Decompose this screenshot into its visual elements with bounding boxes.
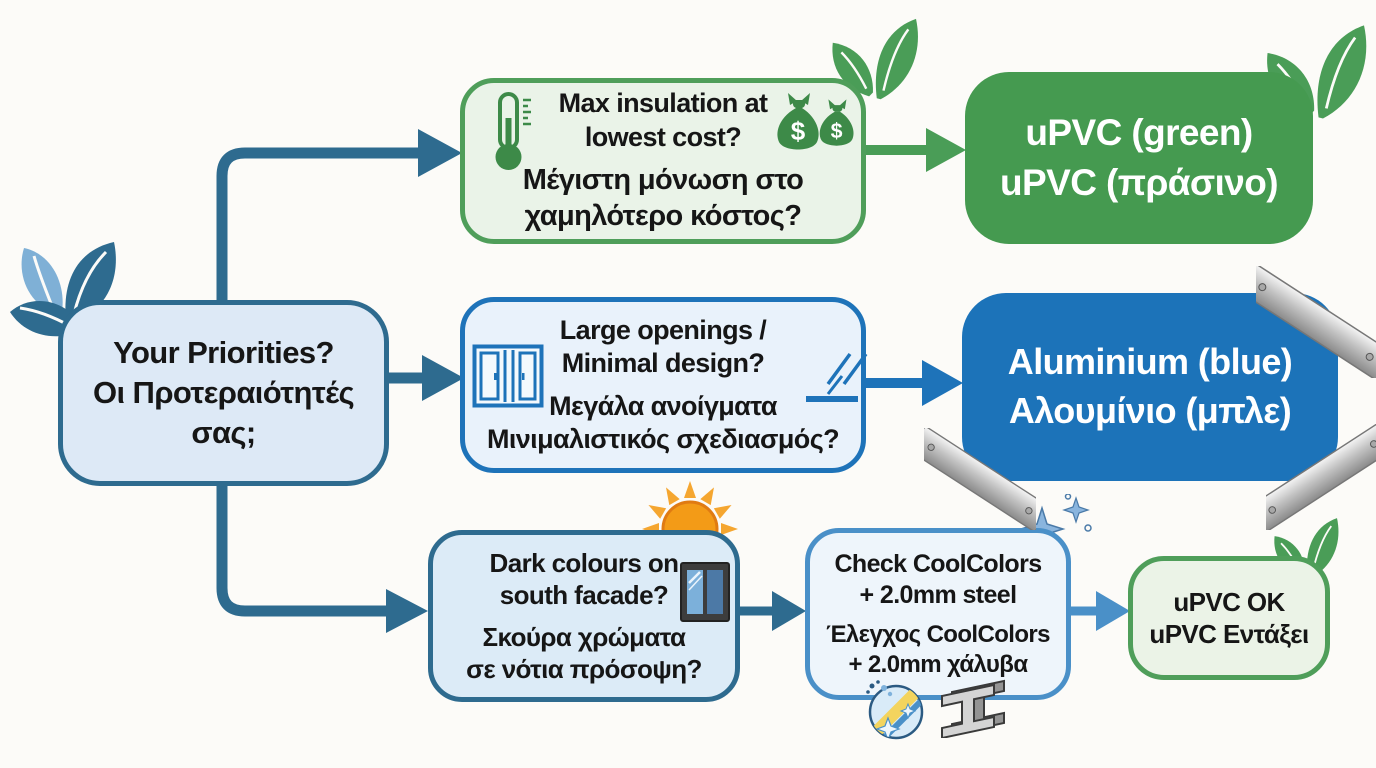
node-your-priorities: Your Priorities? Οι Προτεραιότητές σας; <box>58 300 389 486</box>
glass-panes-icon <box>806 352 868 402</box>
question-openings-en: Large openings / Minimal design? <box>559 314 767 379</box>
money-bags-icon: $ $ <box>777 93 854 150</box>
result-upvc-ok-label: uPVC OK uPVC Εντάξει <box>1149 586 1309 649</box>
dark-window-icon <box>680 562 730 622</box>
node-check-coolcolors: Check CoolColors + 2.0mm steel Έλεγχος C… <box>805 528 1071 700</box>
svg-text:$: $ <box>791 116 806 146</box>
question-insulation-el: Μέγιστη μόνωση στο χαμηλότερο κόστος? <box>522 164 804 232</box>
sliding-window-icon <box>472 344 544 408</box>
result-aluminium-blue-label: Aluminium (blue) Αλουμίνιο (μπλε) <box>1007 341 1293 431</box>
result-upvc-green-label: uPVC (green) uPVC (πράσινο) <box>1000 112 1279 203</box>
node-result-aluminium-blue: Aluminium (blue) Αλουμίνιο (μπλε) <box>962 293 1338 481</box>
leaf-cluster-green-icon <box>832 18 918 100</box>
check-coolcolors-el: Έλεγχος CoolColors + 2.0mm χάλυβα <box>826 620 1050 678</box>
steel-beam-icon <box>941 679 1005 738</box>
metal-corner-icon <box>1256 266 1376 378</box>
check-coolcolors-en: Check CoolColors + 2.0mm steel <box>834 549 1042 609</box>
thermometer-icon <box>495 92 531 170</box>
metal-corner-icon <box>1266 424 1376 530</box>
question-openings-el: Μεγάλα ανοίγματα Μινιμαλιστικός σχεδιασμ… <box>486 390 840 454</box>
metal-corner-icon <box>924 428 1036 530</box>
node-result-upvc-green: uPVC (green) uPVC (πράσινο) <box>965 72 1313 244</box>
node-question-dark-colours: Dark colours on south facade? Σκούρα χρώ… <box>428 530 740 702</box>
coolcolors-badge-icon <box>866 680 924 740</box>
node-result-upvc-ok: uPVC OK uPVC Εντάξει <box>1128 556 1330 680</box>
your-priorities-label: Your Priorities? Οι Προτεραιότητές σας; <box>93 334 355 451</box>
question-dark-colours-en: Dark colours on south facade? <box>489 548 680 611</box>
question-insulation-en: Max insulation at lowest cost? <box>558 88 768 152</box>
node-question-openings: Large openings / Minimal design? Μεγάλα … <box>460 297 866 473</box>
question-dark-colours-el: Σκούρα χρώματα σε νότια πρόσοψη? <box>466 621 702 684</box>
svg-text:$: $ <box>831 119 843 143</box>
